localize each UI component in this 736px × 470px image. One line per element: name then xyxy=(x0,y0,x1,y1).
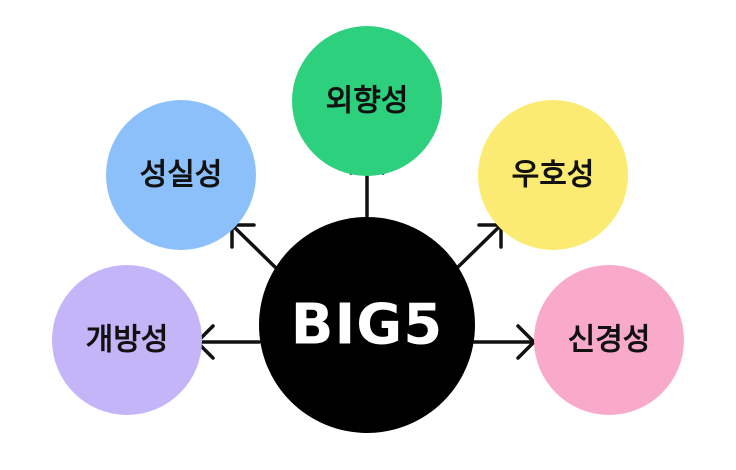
arrow-to-neuroticism xyxy=(472,324,536,360)
trait-label-extraversion: 외향성 xyxy=(326,84,409,119)
trait-circle-neuroticism xyxy=(534,265,684,415)
center-label: BIG5 xyxy=(291,293,443,358)
trait-node-openness: 개방성 xyxy=(52,265,202,415)
center-node: BIG5 xyxy=(259,217,475,433)
trait-label-openness: 개방성 xyxy=(86,323,169,358)
trait-node-neuroticism: 신경성 xyxy=(534,265,684,415)
arrow-to-openness xyxy=(195,324,261,360)
trait-circle-conscientiousness xyxy=(106,100,256,250)
arrow-to-agreeableness xyxy=(456,223,503,269)
trait-circle-openness xyxy=(52,265,202,415)
trait-node-extraversion: 외향성 xyxy=(292,26,442,176)
trait-node-agreeableness: 우호성 xyxy=(478,100,628,250)
trait-circle-extraversion xyxy=(292,26,442,176)
arrow-to-conscientiousness xyxy=(230,223,277,269)
trait-label-conscientiousness: 성실성 xyxy=(140,158,223,193)
center-circle xyxy=(259,217,475,433)
trait-node-conscientiousness: 성실성 xyxy=(106,100,256,250)
trait-label-neuroticism: 신경성 xyxy=(568,323,651,358)
trait-label-agreeableness: 우호성 xyxy=(512,158,595,193)
trait-circle-agreeableness xyxy=(478,100,628,250)
